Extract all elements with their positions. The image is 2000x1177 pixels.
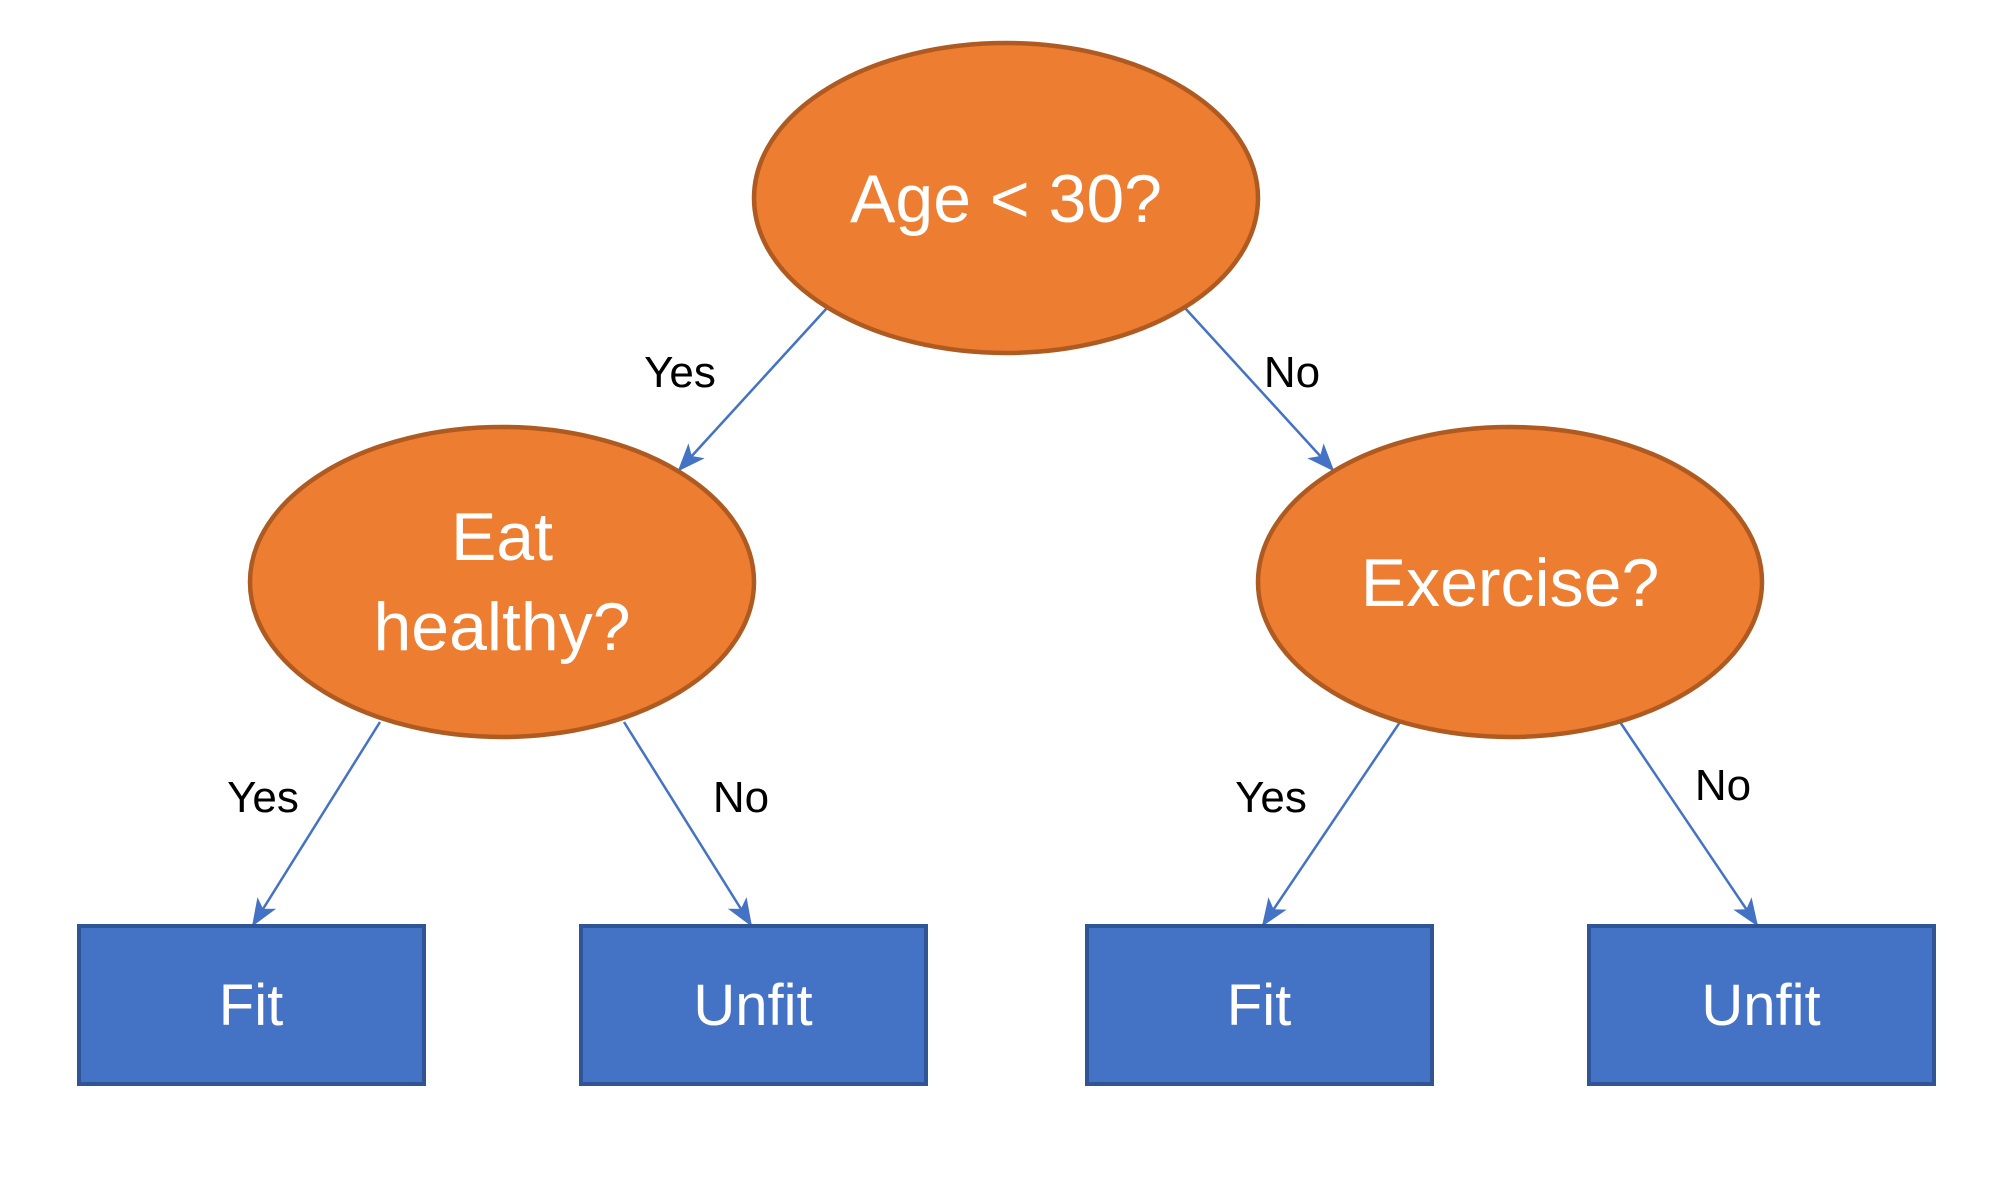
node-root xyxy=(751,40,1261,356)
leaf-fit-right xyxy=(1085,924,1434,1086)
edge-label-root-yes: Yes xyxy=(644,348,716,397)
edge-label-eat-no: No xyxy=(713,773,769,822)
edge-label-root-no: No xyxy=(1264,348,1320,397)
edge-eat-no xyxy=(622,721,753,927)
leaf-unfit-left xyxy=(579,924,928,1086)
node-eat-healthy-label-line1: Eat xyxy=(451,499,553,575)
leaf-unfit-right-label: Unfit xyxy=(1701,973,1820,1038)
leaf-unfit-right xyxy=(1587,924,1936,1086)
leaf-unfit-left-label: Unfit xyxy=(693,973,812,1038)
edge-eat-yes xyxy=(251,721,382,927)
node-root-label: Age < 30? xyxy=(850,161,1162,237)
node-exercise-label: Exercise? xyxy=(1361,545,1660,621)
node-exercise xyxy=(1255,424,1765,740)
edge-root-no xyxy=(1184,307,1335,472)
edge-label-exercise-no: No xyxy=(1695,761,1751,810)
node-eat-healthy xyxy=(247,424,757,740)
leaf-fit-left-label: Fit xyxy=(219,973,283,1038)
edge-exercise-no xyxy=(1618,721,1759,927)
leaf-fit-right-label: Fit xyxy=(1227,973,1291,1038)
edge-label-eat-yes: Yes xyxy=(227,773,299,822)
edge-label-exercise-yes: Yes xyxy=(1235,773,1307,822)
edge-exercise-yes xyxy=(1261,721,1402,927)
node-eat-healthy-label-line2: healthy? xyxy=(373,589,630,665)
edge-root-yes xyxy=(677,307,828,472)
leaf-fit-left xyxy=(77,924,426,1086)
